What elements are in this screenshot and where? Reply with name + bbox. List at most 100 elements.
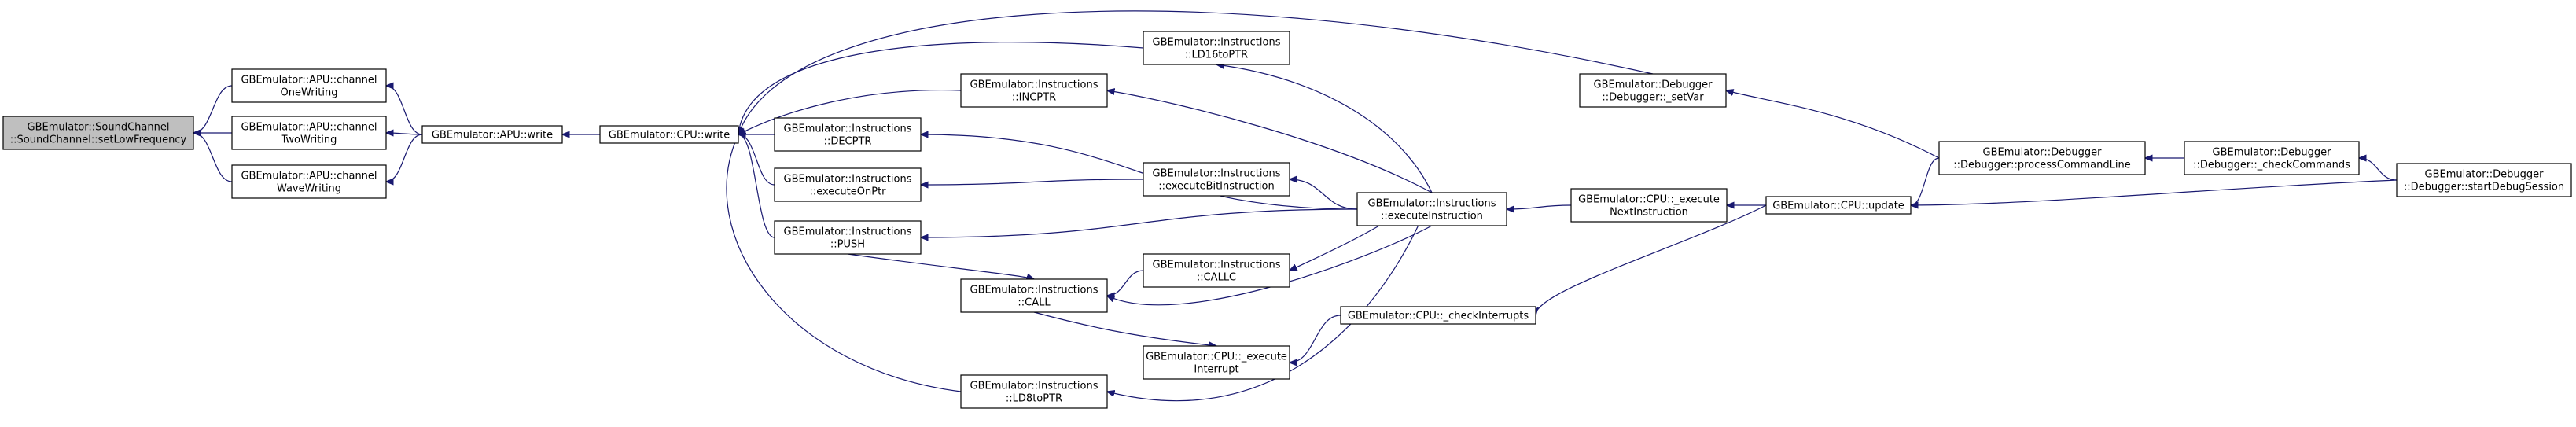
call-arrow (1536, 204, 1767, 315)
edge-procCmd-to-update (1911, 157, 1940, 205)
node-setVar[interactable]: GBEmulator::Debugger::Debugger::_setVar (1579, 73, 1727, 108)
call-arrow (1290, 179, 1358, 210)
node-box (960, 73, 1108, 108)
nodes-layer: GBEmulator::SoundChannel::SoundChannel::… (2, 31, 2572, 409)
node-update[interactable]: GBEmulator::CPU::update (1765, 196, 1912, 215)
node-label-line: GBEmulator::Instructions (1368, 198, 1496, 210)
node-label-line: GBEmulator::Instructions (970, 381, 1098, 392)
edge-push-to-call (847, 253, 1034, 279)
call-arrow (847, 253, 1034, 279)
node-ld8[interactable]: GBEmulator::Instructions::LD8toPTR (960, 374, 1108, 409)
node-label-line: GBEmulator::CPU::_checkInterrupts (1348, 311, 1529, 322)
node-box (2396, 163, 2572, 197)
node-call[interactable]: GBEmulator::Instructions::CALL (960, 278, 1108, 313)
node-startDbg[interactable]: GBEmulator::Debugger::Debugger::startDeb… (2396, 163, 2572, 197)
node-label-line: GBEmulator::Instructions (784, 123, 912, 135)
node-label-line: GBEmulator::CPU::_execute (1578, 194, 1720, 206)
node-decptr[interactable]: GBEmulator::Instructions::DECPTR (774, 117, 922, 152)
node-label-line: GBEmulator::Debugger (1594, 79, 1713, 91)
call-arrow (1911, 179, 2398, 205)
node-checkInt[interactable]: GBEmulator::CPU::_checkInterrupts (1340, 306, 1536, 325)
node-push[interactable]: GBEmulator::Instructions::PUSH (774, 220, 922, 255)
node-box (231, 68, 387, 103)
node-label-line: GBEmulator::Instructions (1153, 168, 1281, 180)
call-arrow (738, 42, 1144, 134)
node-incptr[interactable]: GBEmulator::Instructions::INCPTR (960, 73, 1108, 108)
node-label-line: ::LD8toPTR (1006, 393, 1062, 405)
node-label-line: GBEmulator::CPU::update (1772, 201, 1904, 212)
node-label-line: GBEmulator::Debugger (1983, 147, 2103, 159)
node-label-line: GBEmulator::Instructions (970, 285, 1098, 296)
node-label-line: GBEmulator::Instructions (784, 226, 912, 238)
call-arrow (921, 208, 1358, 237)
node-execOnPtr[interactable]: GBEmulator::Instructions::executeOnPtr (774, 167, 922, 202)
node-apuWrite[interactable]: GBEmulator::APU::write (421, 125, 563, 144)
call-arrow (738, 134, 775, 186)
node-box (960, 278, 1108, 313)
node-label-line: TwoWriting (281, 134, 337, 146)
edge-execInstr-to-execBit (1290, 179, 1358, 210)
node-box (1938, 141, 2146, 175)
node-box (421, 125, 563, 144)
node-box (1143, 253, 1290, 288)
edge-waveW-to-setLow (193, 133, 233, 182)
node-box (2, 116, 194, 150)
node-label-line: GBEmulator::Instructions (1153, 260, 1281, 271)
node-callc[interactable]: GBEmulator::Instructions::CALLC (1143, 253, 1290, 288)
node-label-line: GBEmulator::Instructions (1153, 37, 1281, 49)
call-arrow (1290, 315, 1341, 363)
edge-ld8-to-cpuWrite (726, 134, 962, 392)
node-label-line: ::CALLC (1197, 272, 1236, 284)
node-label-line: ::Debugger::processCommandLine (1953, 160, 2131, 171)
node-label-line: GBEmulator::CPU::write (609, 130, 730, 142)
node-label-line: ::DECPTR (824, 136, 872, 148)
node-label-line: GBEmulator::Instructions (970, 79, 1098, 91)
edge-call-to-execInt (1033, 311, 1216, 346)
node-label-line: ::executeBitInstruction (1158, 181, 1275, 193)
edge-startDbg-to-update (1911, 179, 2398, 205)
call-arrow (386, 133, 423, 134)
node-label-line: ::PUSH (830, 239, 865, 251)
node-label-line: NextInstruction (1610, 207, 1688, 219)
edge-execBit-to-execOnPtr (921, 179, 1144, 185)
call-arrow (193, 85, 233, 133)
node-label-line: ::INCPTR (1012, 92, 1056, 104)
edge-setVar-to-cpuWrite (738, 10, 1654, 134)
node-checkCmds[interactable]: GBEmulator::Debugger::Debugger::_checkCo… (2184, 141, 2360, 175)
edge-execInstr-to-decptr (921, 134, 1358, 210)
node-procCmd[interactable]: GBEmulator::Debugger::Debugger::processC… (1938, 141, 2146, 175)
node-label-line: ::SoundChannel::setLowFrequency (10, 134, 187, 146)
node-box (599, 125, 739, 144)
node-execBit[interactable]: GBEmulator::Instructions::executeBitInst… (1143, 162, 1290, 197)
node-label-line: GBEmulator::Debugger (2425, 169, 2545, 181)
node-box (774, 167, 922, 202)
call-arrow (1507, 204, 1572, 209)
node-box (1579, 73, 1727, 108)
node-cpuWrite[interactable]: GBEmulator::CPU::write (599, 125, 739, 144)
edge-execInstr-to-ld8 (1107, 192, 1433, 402)
edge-startDbg-to-checkCmds (2359, 158, 2398, 181)
call-arrow (738, 134, 775, 238)
call-arrow (1726, 90, 1940, 159)
node-box (1570, 188, 1728, 223)
node-setLow[interactable]: GBEmulator::SoundChannel::SoundChannel::… (2, 116, 194, 150)
call-arrow (738, 10, 1654, 134)
node-box (2184, 141, 2360, 175)
node-execInstr[interactable]: GBEmulator::Instructions::executeInstruc… (1356, 192, 1507, 226)
call-arrow (1107, 192, 1433, 402)
call-arrow (1107, 270, 1144, 296)
call-arrow (2359, 158, 2398, 181)
call-arrow (921, 179, 1144, 185)
edges-layer (193, 10, 2398, 402)
call-arrow (921, 134, 1358, 210)
edge-execNext-to-execInstr (1507, 204, 1572, 209)
node-label-line: GBEmulator::APU::channel (241, 171, 377, 182)
node-ld16[interactable]: GBEmulator::Instructions::LD16toPTR (1143, 31, 1290, 65)
node-label-line: GBEmulator::Instructions (784, 174, 912, 186)
node-label-line: GBEmulator::CPU::_execute (1146, 352, 1287, 363)
